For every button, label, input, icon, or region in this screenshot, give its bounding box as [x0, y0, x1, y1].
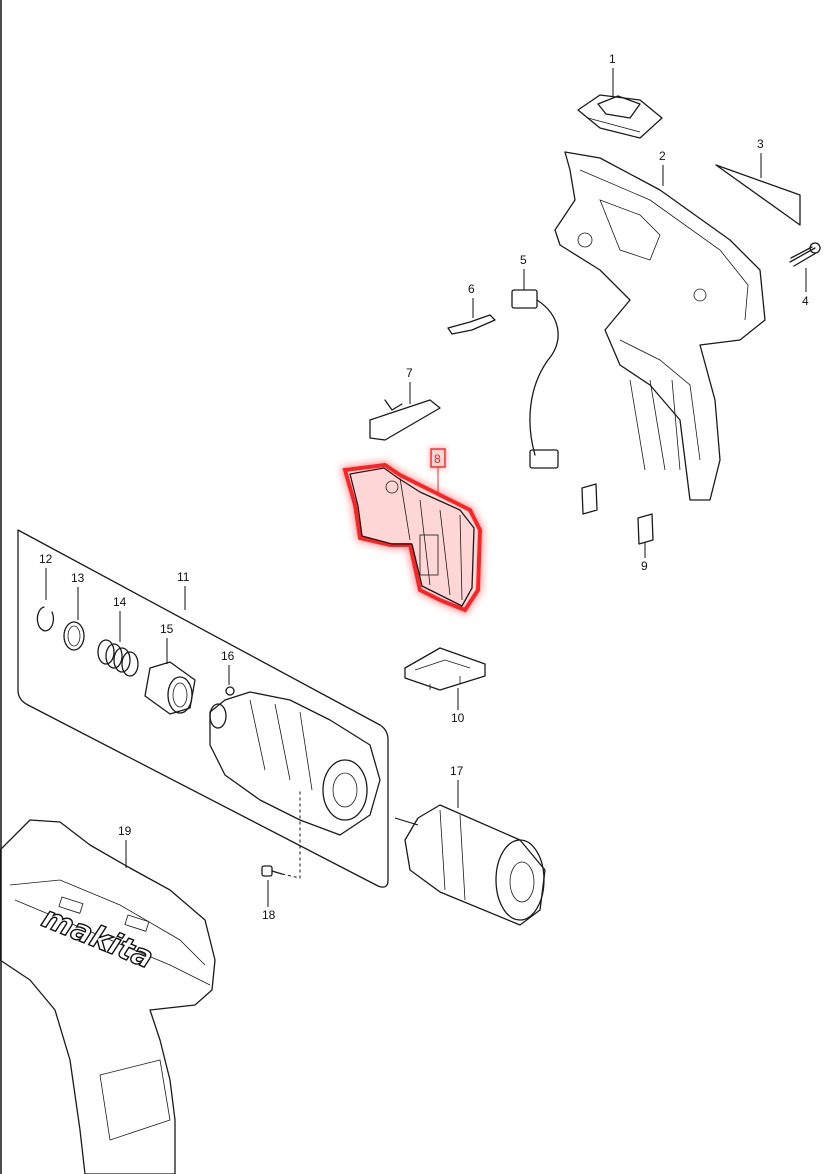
callout-label-8: 8 — [434, 452, 441, 466]
callout-13: 13 — [71, 571, 85, 620]
part-18-screw[interactable] — [261, 790, 301, 879]
switch-highlight-outline — [342, 462, 483, 613]
callout-label-1: 1 — [609, 52, 616, 66]
callout-7: 7 — [406, 366, 413, 404]
part-13-washer[interactable] — [63, 621, 85, 651]
callout-label-7: 7 — [406, 366, 413, 380]
callout-18: 18 — [262, 880, 276, 922]
callout-4: 4 — [802, 268, 809, 308]
part-19-front-housing[interactable]: makita — [0, 819, 216, 1174]
callout-label-14: 14 — [113, 595, 127, 609]
callout-label-16: 16 — [221, 649, 235, 663]
part-2-housing[interactable] — [554, 151, 766, 501]
callout-3: 3 — [757, 137, 764, 178]
callout-label-3: 3 — [757, 137, 764, 151]
gear-assembly[interactable] — [209, 691, 381, 836]
callout-6: 6 — [468, 282, 475, 318]
callout-12: 12 — [39, 552, 53, 600]
callout-label-10: 10 — [451, 711, 465, 725]
callout-label-19: 19 — [118, 824, 132, 838]
part-7-lever[interactable] — [369, 399, 441, 441]
callout-1: 1 — [609, 52, 616, 96]
part-5-wire-harness[interactable] — [511, 289, 559, 469]
callout-14: 14 — [113, 595, 127, 642]
callout-label-13: 13 — [71, 571, 85, 585]
callout-10: 10 — [451, 688, 465, 725]
callout-9: 9 — [641, 542, 648, 573]
part-16-steel-ball[interactable] — [225, 686, 235, 696]
part-11-gearbox-group-outline — [17, 529, 389, 888]
part-8-switch-highlighted[interactable] — [342, 462, 483, 613]
callout-label-6: 6 — [468, 282, 475, 296]
callout-label-2: 2 — [659, 149, 666, 163]
callout-label-18: 18 — [262, 908, 276, 922]
part-15-sleeve[interactable] — [144, 661, 196, 715]
part-10-bracket[interactable] — [404, 647, 486, 691]
part-1-switch-button[interactable] — [577, 94, 663, 139]
callout-11: 11 — [177, 570, 190, 610]
callout-label-15: 15 — [160, 622, 174, 636]
callout-2: 2 — [659, 149, 666, 186]
callout-8: 8 — [430, 448, 446, 492]
part-3-label-plate[interactable] — [715, 164, 801, 226]
makita-brand-logo: makita — [37, 900, 158, 976]
callout-label-5: 5 — [520, 253, 527, 267]
callout-16: 16 — [221, 649, 235, 685]
callout-label-4: 4 — [802, 294, 809, 308]
part-4-screw[interactable] — [789, 242, 821, 267]
callout-label-12: 12 — [39, 552, 53, 566]
callout-19: 19 — [118, 824, 132, 868]
part-14-spring[interactable] — [97, 639, 139, 677]
part-12-retaining-ring[interactable] — [36, 606, 55, 632]
part-6-contact-plate[interactable] — [447, 314, 496, 335]
callout-label-11: 11 — [177, 570, 190, 584]
callout-15: 15 — [160, 622, 174, 664]
part-17-motor[interactable] — [394, 804, 546, 926]
callout-5: 5 — [520, 253, 527, 290]
callout-label-17: 17 — [450, 764, 464, 778]
callout-17: 17 — [450, 764, 464, 808]
callout-label-9: 9 — [641, 559, 648, 573]
part-9-terminal-block[interactable] — [581, 483, 654, 545]
